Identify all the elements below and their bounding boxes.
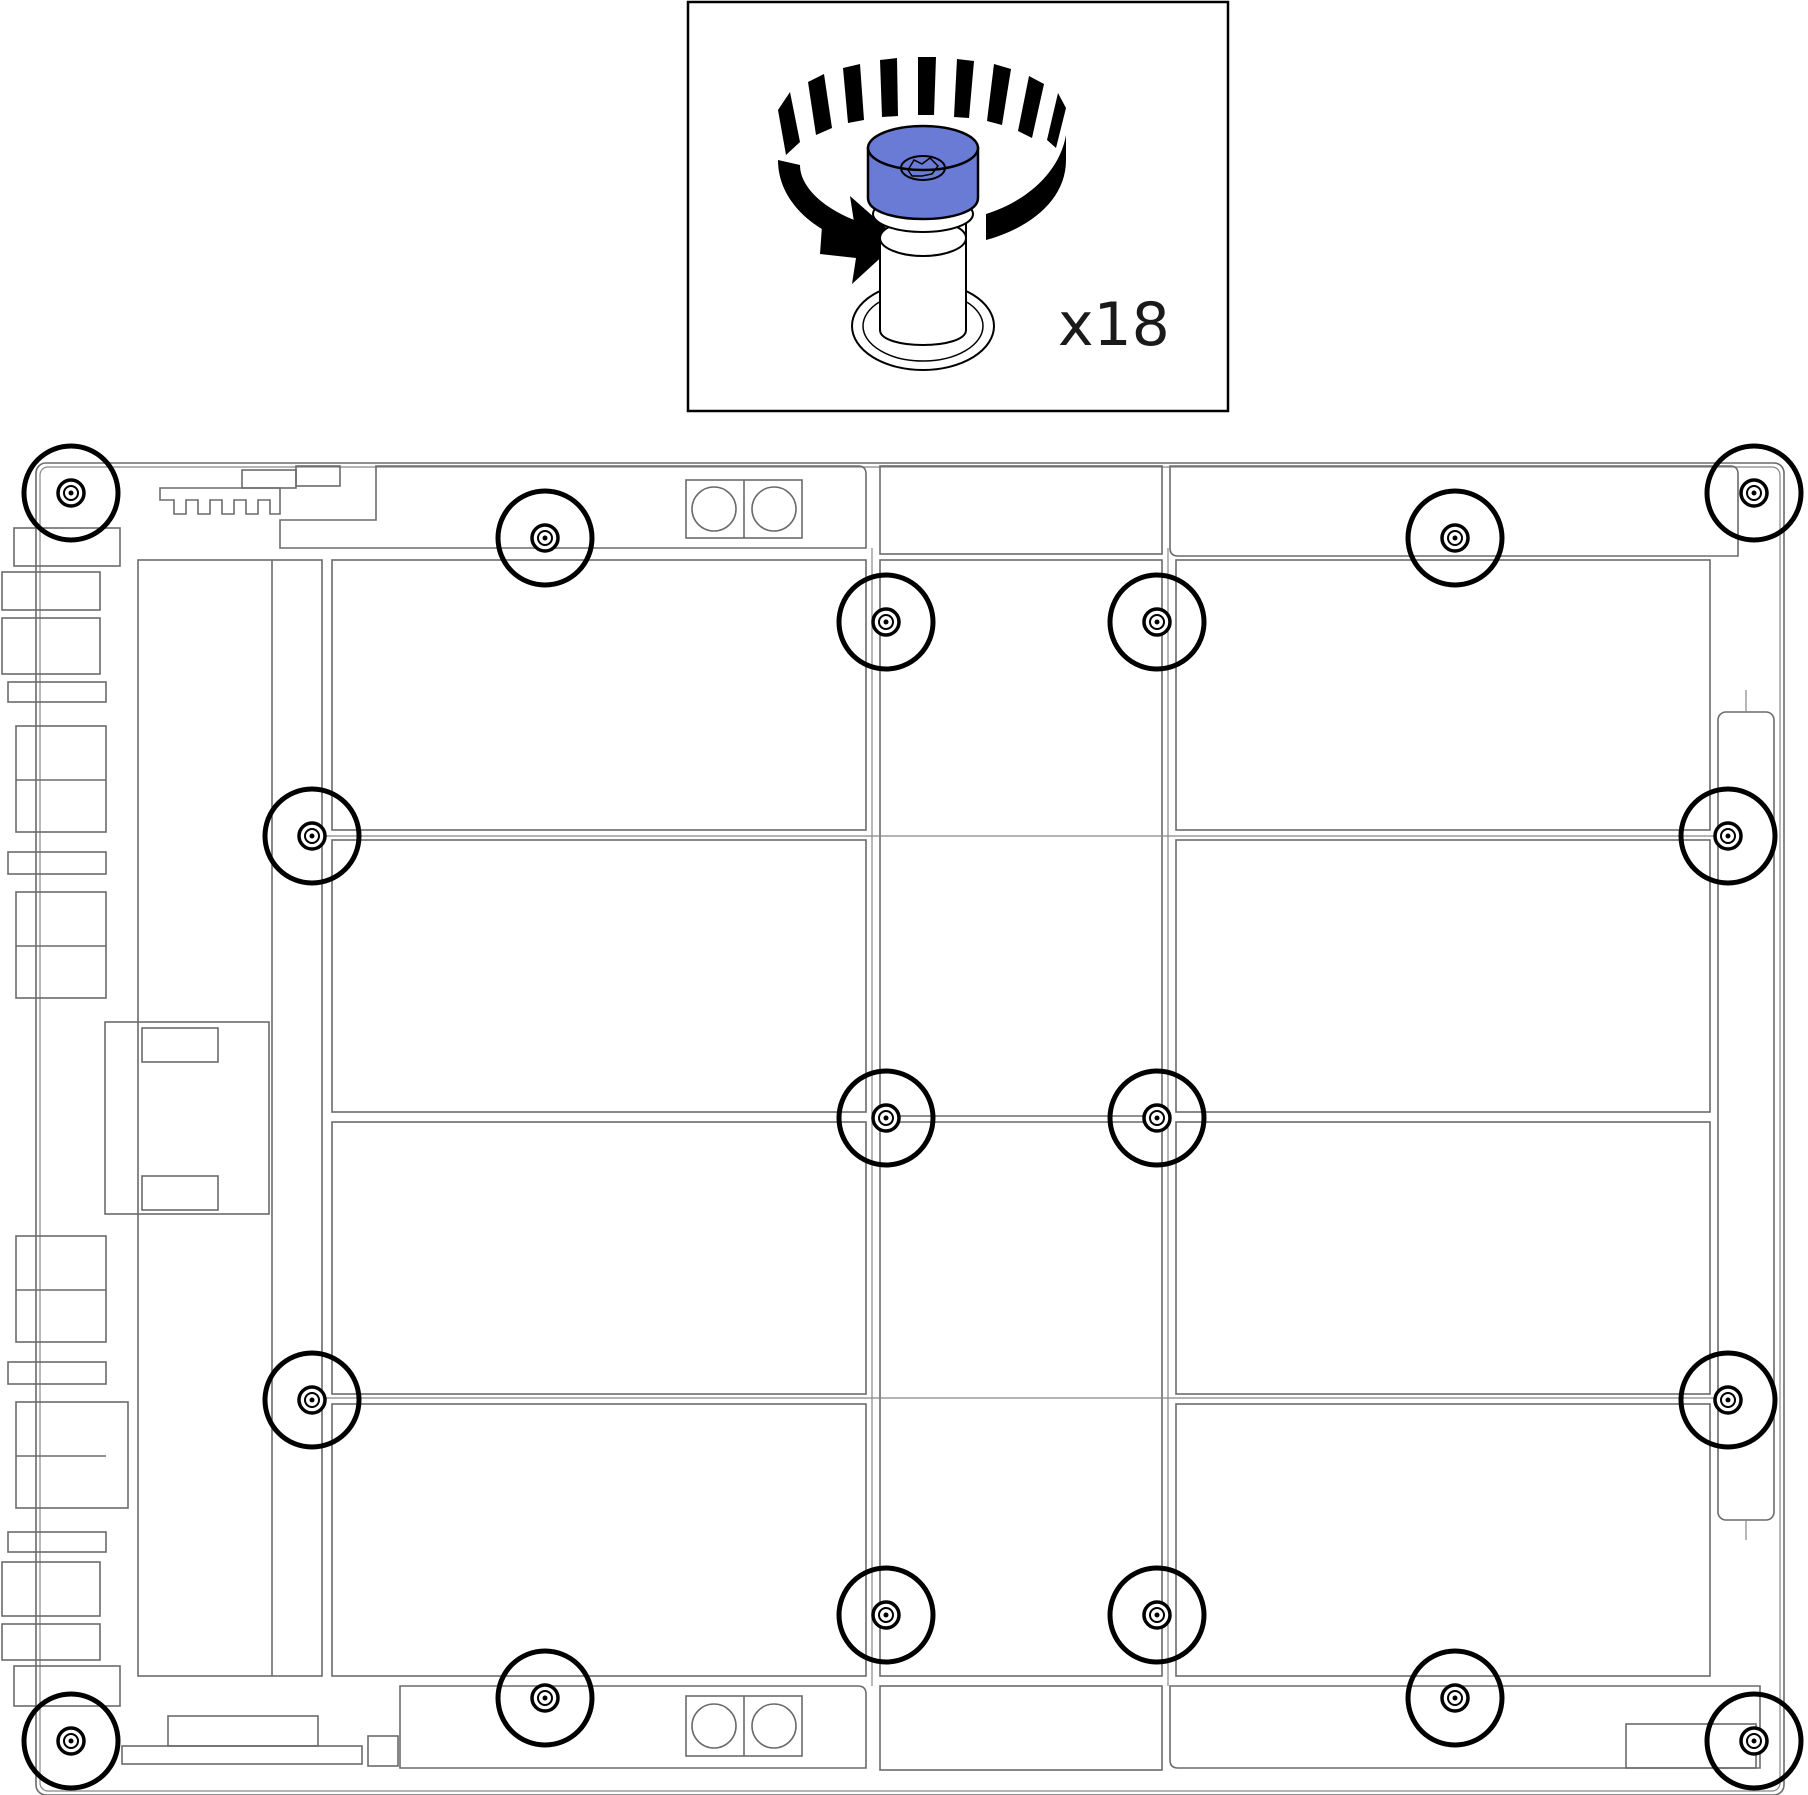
screw-10 bbox=[1107, 1068, 1207, 1168]
screw-highlight-circle bbox=[836, 1068, 936, 1168]
screw-highlight-circle bbox=[1704, 1691, 1804, 1791]
screw-14 bbox=[1107, 1565, 1207, 1665]
screw-highlight-circle bbox=[262, 786, 362, 886]
screw-11 bbox=[262, 1350, 362, 1450]
screw-highlight-circle bbox=[495, 488, 595, 588]
screw-3 bbox=[1405, 488, 1505, 588]
rotation-band bbox=[778, 160, 860, 245]
screw-6 bbox=[1107, 572, 1207, 672]
screw-4 bbox=[1704, 443, 1804, 543]
screw-highlight-circle bbox=[1107, 1068, 1207, 1168]
quantity-label: x18 bbox=[1058, 290, 1170, 360]
screw-loosen-icon bbox=[778, 57, 1066, 371]
screw-highlight-circle bbox=[1405, 1648, 1505, 1748]
screw-1 bbox=[21, 443, 121, 543]
screw-highlight-circle bbox=[1678, 1350, 1778, 1450]
screw-highlight-circle bbox=[836, 572, 936, 672]
callout-box: x18 bbox=[686, 0, 1230, 413]
screw-highlight-circle bbox=[1405, 488, 1505, 588]
screw-highlight-circle bbox=[21, 443, 121, 543]
screw-5 bbox=[836, 572, 936, 672]
screw-9 bbox=[836, 1068, 936, 1168]
screw-16 bbox=[1405, 1648, 1505, 1748]
screw-8 bbox=[1678, 786, 1778, 886]
rotation-dash-marks bbox=[778, 57, 1066, 155]
screw-highlight-circle bbox=[836, 1565, 936, 1665]
screw-17 bbox=[21, 1691, 121, 1791]
screw-highlight-circle bbox=[1107, 1565, 1207, 1665]
screw-highlight-circle bbox=[21, 1691, 121, 1791]
screw-highlight-circle bbox=[1107, 572, 1207, 672]
screws-layer bbox=[21, 443, 1804, 1791]
screw-13 bbox=[836, 1565, 936, 1665]
screw-highlight-circle bbox=[1704, 443, 1804, 543]
left-edge-connectors bbox=[1, 527, 129, 1707]
screw-15 bbox=[495, 1648, 595, 1748]
screw-18 bbox=[1704, 1691, 1804, 1791]
screw-2 bbox=[495, 488, 595, 588]
screw-7 bbox=[262, 786, 362, 886]
screw-highlight-circle bbox=[1678, 786, 1778, 886]
torx-socket-icon bbox=[900, 155, 946, 181]
screw-highlight-circle bbox=[262, 1350, 362, 1450]
rotation-arrow-head bbox=[820, 196, 900, 284]
screw-highlight-circle bbox=[495, 1648, 595, 1748]
screw-12 bbox=[1678, 1350, 1778, 1450]
